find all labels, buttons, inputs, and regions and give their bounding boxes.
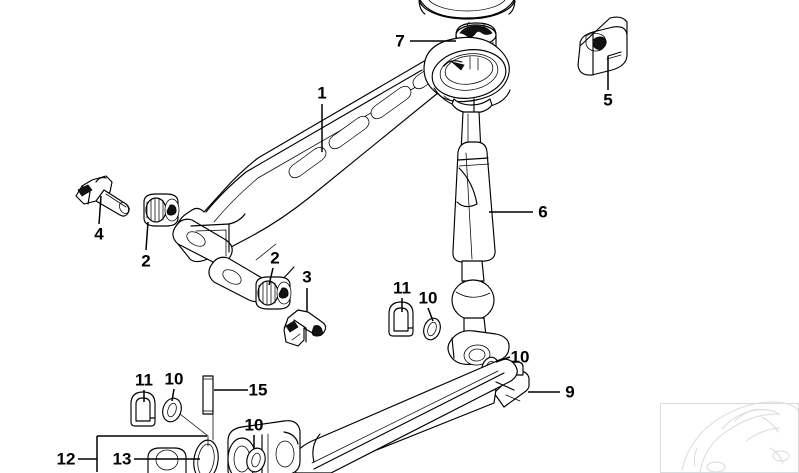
callout-10a: 10	[418, 288, 438, 308]
callout-10c-leader	[171, 388, 175, 402]
part-retaining-disc	[418, 0, 516, 20]
part-dowel-pin	[202, 375, 214, 415]
callout-10d: 10	[244, 415, 264, 435]
part-selector-arm	[292, 358, 530, 473]
callout-2b: 2	[270, 248, 280, 268]
callout-13: 13	[112, 449, 132, 469]
group-bracket-12-13	[96, 435, 207, 472]
callout-6: 6	[538, 202, 548, 222]
callout-4: 4	[94, 224, 104, 244]
part-clip-lower-left	[130, 391, 156, 427]
part-washer-lower-left	[162, 397, 182, 423]
part-washer-bottom	[246, 447, 266, 473]
callout-15: 15	[248, 380, 268, 400]
callout-leader-lines	[78, 40, 609, 460]
part-fork-clip	[283, 309, 327, 347]
callout-10b: 10	[510, 347, 530, 367]
callout-11a: 11	[393, 278, 411, 298]
part-bushing-lower	[255, 276, 292, 310]
callout-2b-leader	[268, 267, 274, 286]
callout-5: 5	[603, 90, 613, 110]
part-seal-ring	[193, 439, 219, 473]
callout-7: 7	[395, 31, 405, 51]
part-guide-sleeve	[577, 16, 628, 76]
part-universal-joint	[227, 420, 301, 473]
assembly-connector-lines	[179, 413, 214, 447]
part-shift-rod	[447, 111, 510, 366]
callout-11b: 11	[135, 370, 153, 390]
part-clip-center	[388, 301, 414, 337]
callout-1: 1	[317, 83, 327, 103]
callout-10b-leader	[495, 356, 511, 363]
part-joint-sleeve	[147, 447, 187, 473]
vehicle-outline-watermark	[681, 401, 799, 473]
part-pivot-boss	[423, 36, 511, 114]
part-angle-bracket	[75, 175, 130, 217]
callout-12: 12	[56, 449, 76, 469]
callout-9: 9	[565, 382, 575, 402]
callout-10c: 10	[164, 369, 184, 389]
callout-3: 3	[302, 267, 312, 287]
part-bushing-upper	[143, 193, 180, 227]
callout-2a: 2	[141, 251, 151, 271]
callout-4-leader	[98, 195, 102, 225]
part-washer-center-upper	[423, 317, 441, 341]
callout-2a-leader	[145, 221, 149, 251]
callout-10a-leader	[427, 307, 434, 322]
